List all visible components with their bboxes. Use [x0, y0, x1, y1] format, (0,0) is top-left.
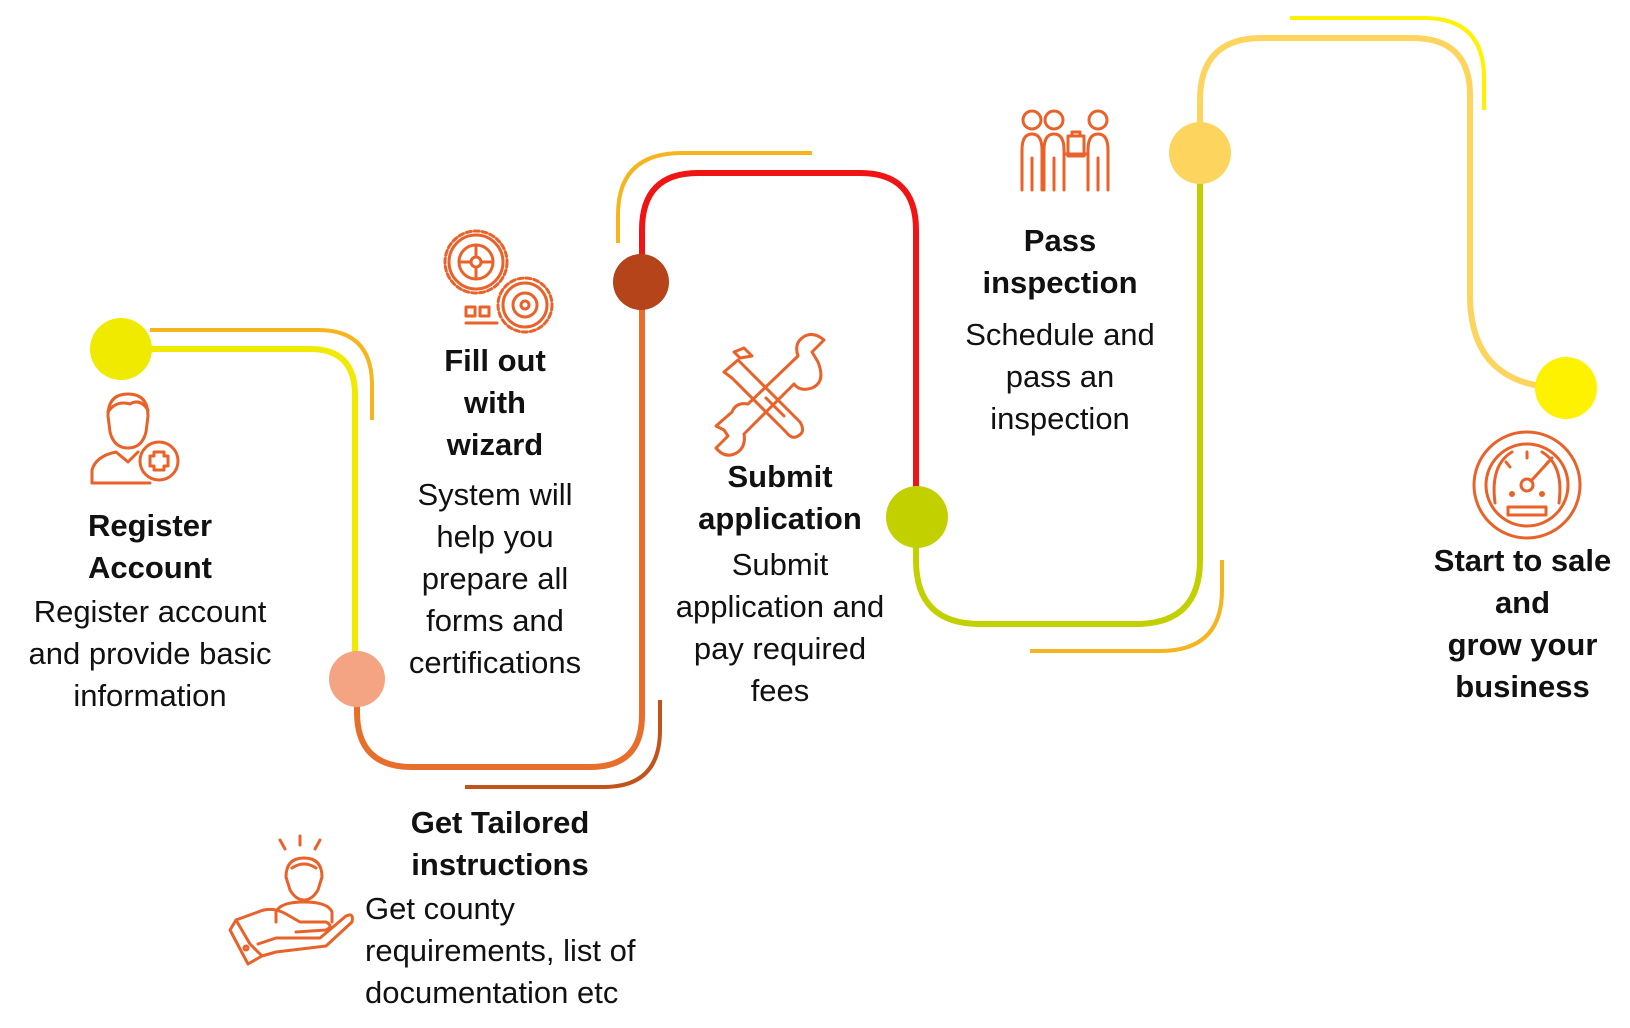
path-segment-4	[913, 153, 1203, 627]
step-title: Get Tailored instructions	[410, 805, 590, 882]
node-inspection	[1169, 122, 1231, 184]
user-add-icon	[90, 392, 180, 485]
node-wizard	[613, 254, 669, 310]
accent-arc-4	[1030, 560, 1224, 653]
step-submit: Submit application Submit application an…	[655, 456, 905, 712]
speedometer-icon	[1472, 430, 1582, 540]
step-description: System will help you prepare all forms a…	[408, 477, 582, 680]
node-start	[1535, 357, 1597, 419]
gears-icon	[443, 229, 554, 334]
wrench-screwdriver-icon	[714, 333, 826, 457]
accent-arc-3	[616, 151, 812, 243]
step-title: Pass inspection	[982, 223, 1138, 300]
step-description: Get county requirements, list of documen…	[365, 891, 636, 1010]
step-inspection: Pass inspection Schedule and pass an ins…	[945, 220, 1175, 440]
accent-arc-1	[150, 328, 374, 420]
step-start: Start to sale and grow your business	[1415, 540, 1630, 708]
hand-person-icon	[228, 834, 354, 966]
step-title: Submit application	[698, 459, 862, 536]
inspectors-icon	[1020, 109, 1110, 192]
step-title: Fill out with wizard	[444, 343, 546, 462]
step-wizard: Fill out with wizard System will help yo…	[390, 340, 600, 684]
path-segment-1	[120, 346, 358, 662]
path-segment-2	[354, 283, 645, 770]
node-register	[90, 318, 152, 380]
path-segment-5	[1197, 35, 1567, 391]
step-description: Submit application and pay required fees	[675, 547, 885, 708]
path-segment-3	[639, 170, 919, 517]
step-title: Register Account	[87, 508, 213, 585]
node-instructions	[329, 651, 385, 707]
step-instructions: Get Tailored instructions Get county req…	[365, 802, 705, 1014]
node-submit	[886, 486, 948, 548]
accent-arc-2	[465, 700, 662, 789]
step-description: Schedule and pass an inspection	[965, 317, 1155, 436]
step-description: Register account and provide basic infor…	[28, 594, 272, 713]
accent-arc-5	[1290, 16, 1486, 110]
step-title: Start to sale and grow your business	[1433, 543, 1612, 704]
step-register: Register Account Register account and pr…	[5, 505, 295, 717]
